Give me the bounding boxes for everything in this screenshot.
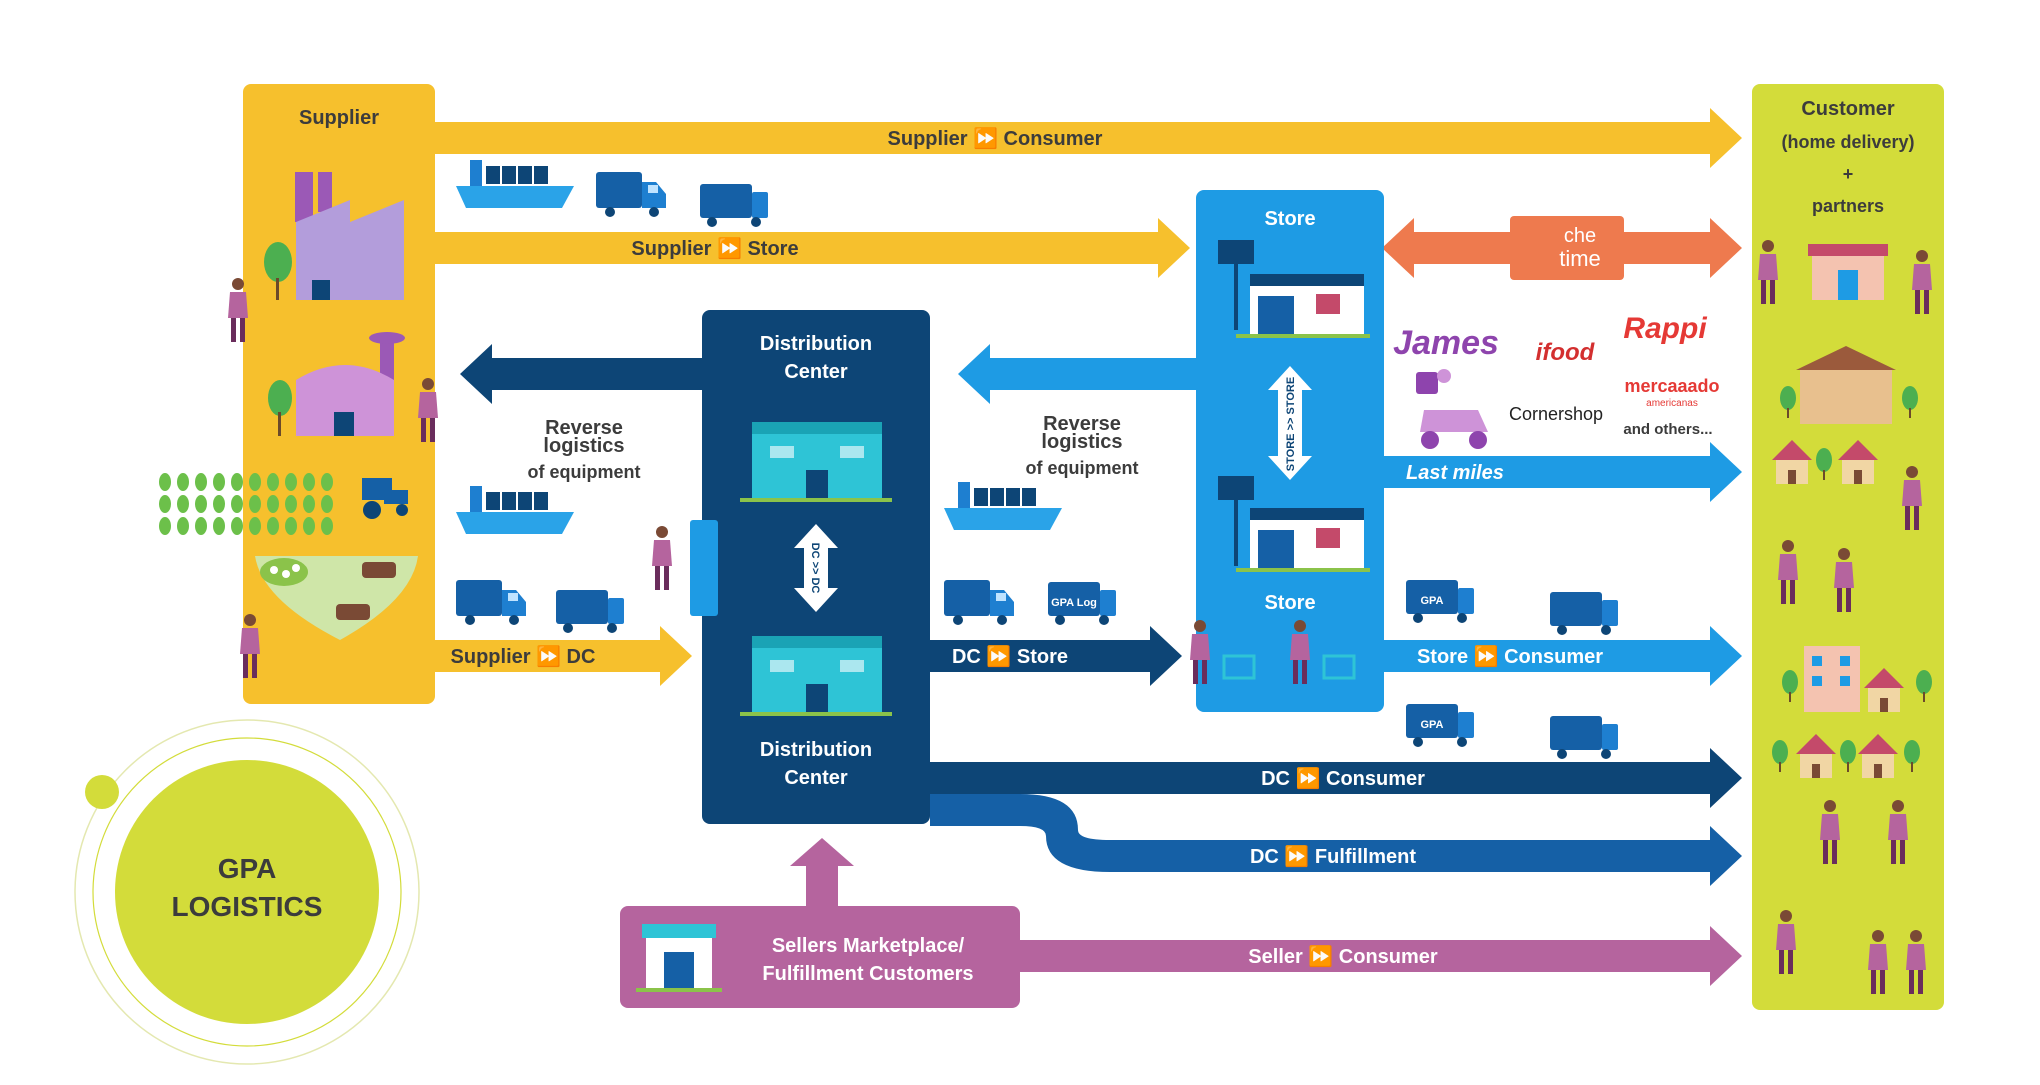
truck-icon (944, 580, 1014, 625)
gpa-truck-icon: GPA (1406, 704, 1474, 747)
label-seller-consumer: Seller ⏩ Consumer (1248, 944, 1438, 968)
truck-icon (556, 590, 624, 633)
dc-top-title-line1: Distribution (760, 333, 872, 355)
customer-buildings-icon (1772, 646, 1932, 778)
che-time-logo (1510, 216, 1624, 280)
gpa-log-truck-icon: GPA Log (1048, 582, 1116, 625)
ship-icon (456, 486, 574, 534)
arrow-supplier-consumer (435, 108, 1742, 168)
gpa-truck-icon: GPA (1406, 580, 1474, 623)
customer-subtitle: (home delivery) (1781, 132, 1914, 152)
dc-dc-arrow (794, 524, 838, 612)
truck-icon (456, 580, 526, 625)
mercado-logo-sub: americanas (1646, 398, 1698, 409)
sellers-title-line2: Fulfillment Customers (762, 963, 973, 985)
customer-plus: + (1843, 164, 1854, 184)
store-building-icon (1218, 476, 1370, 572)
label-supplier-store: Supplier ⏩ Store (631, 236, 798, 260)
customer-houses-icon (1772, 346, 1918, 484)
customer-partners: partners (1812, 196, 1884, 216)
customer-title: Customer (1801, 98, 1895, 120)
truck-icon (596, 172, 666, 217)
store-top-title: Store (1264, 208, 1315, 230)
store-shoppers-icon (1190, 620, 1356, 684)
arrow-supplier-dc (435, 626, 692, 686)
customer-shop-icon (1808, 244, 1888, 300)
customer-panel (1752, 84, 1944, 1010)
svg-text:GPA: GPA (1420, 595, 1443, 607)
cornershop-logo: Cornershop (1509, 404, 1603, 424)
dc-worker-icon (652, 520, 718, 616)
dc-building-icon (740, 422, 892, 502)
label-dc-consumer: DC ⏩ Consumer (1261, 766, 1425, 790)
gpa-logistics-logo (74, 719, 420, 1065)
che-time-line2: time (1559, 246, 1601, 271)
reverse-left-line2: logistics (543, 435, 624, 457)
crops-icon (159, 473, 333, 535)
store-bottom-title: Store (1264, 592, 1315, 614)
label-store-consumer: Store ⏩ Consumer (1417, 644, 1603, 668)
sellers-store-icon (636, 924, 722, 992)
truck-icon (700, 184, 768, 227)
che-time-line1: che (1564, 225, 1596, 247)
and-others-label: and others... (1623, 421, 1712, 438)
sellers-panel (620, 906, 1020, 1008)
label-supplier-dc: Supplier ⏩ DC (451, 644, 596, 668)
reverse-left-line1: Reverse (545, 417, 623, 439)
tractor-icon (362, 478, 408, 519)
james-logo: James (1393, 324, 1499, 362)
arrow-dc-consumer (930, 748, 1742, 808)
store-building-icon (1218, 240, 1370, 338)
logo-line1: GPA (218, 853, 277, 884)
ifood-logo: ifood (1536, 339, 1596, 366)
store-store-label: STORE >> STORE (1285, 377, 1297, 471)
livestock-icon (255, 556, 418, 640)
reverse-right-line3: of equipment (1026, 458, 1139, 478)
ship-icon (456, 160, 574, 208)
label-supplier-consumer: Supplier ⏩ Consumer (888, 126, 1103, 150)
arrow-reverse-store-dc (958, 344, 1196, 404)
gpa-truck-icon (1550, 716, 1618, 759)
arrow-dc-fulfillment (930, 794, 1742, 886)
sellers-title-line1: Sellers Marketplace/ (772, 935, 965, 957)
arrow-store-consumer (1384, 626, 1742, 686)
ship-icon (944, 482, 1062, 530)
reverse-right-line2: logistics (1041, 431, 1122, 453)
dc-top-title-line2: Center (784, 361, 848, 383)
factory-icon (264, 172, 404, 300)
label-dc-fulfillment: DC ⏩ Fulfillment (1250, 844, 1416, 868)
dc-bottom-title-line2: Center (784, 767, 848, 789)
arrow-supplier-store (435, 218, 1190, 278)
arrow-reverse-dc-supplier (460, 344, 702, 404)
label-last-miles: Last miles (1406, 462, 1504, 484)
supplier-title: Supplier (299, 107, 379, 129)
svg-text:GPA: GPA (1420, 719, 1443, 731)
mercado-logo: mercaaado (1624, 376, 1719, 396)
logo-line2: LOGISTICS (172, 891, 323, 922)
reverse-left-line3: of equipment (528, 462, 641, 482)
store-store-arrow (1268, 366, 1312, 480)
arrow-seller-consumer (1020, 926, 1742, 986)
gpa-truck-icon (1550, 592, 1618, 635)
dc-building-icon (740, 636, 892, 716)
dc-dc-label: DC >> DC (809, 543, 821, 594)
dc-bottom-title-line1: Distribution (760, 739, 872, 761)
label-dc-store: DC ⏩ Store (952, 644, 1068, 668)
reverse-right-line1: Reverse (1043, 413, 1121, 435)
rappi-logo: Rappi (1623, 312, 1707, 345)
arrow-seller-dc (790, 838, 854, 906)
svg-text:GPA Log: GPA Log (1051, 597, 1097, 609)
warehouse-icon (268, 332, 405, 436)
arrow-last-miles (1384, 442, 1742, 502)
scooter-icon (1416, 369, 1488, 449)
arrow-dc-store (930, 626, 1182, 686)
